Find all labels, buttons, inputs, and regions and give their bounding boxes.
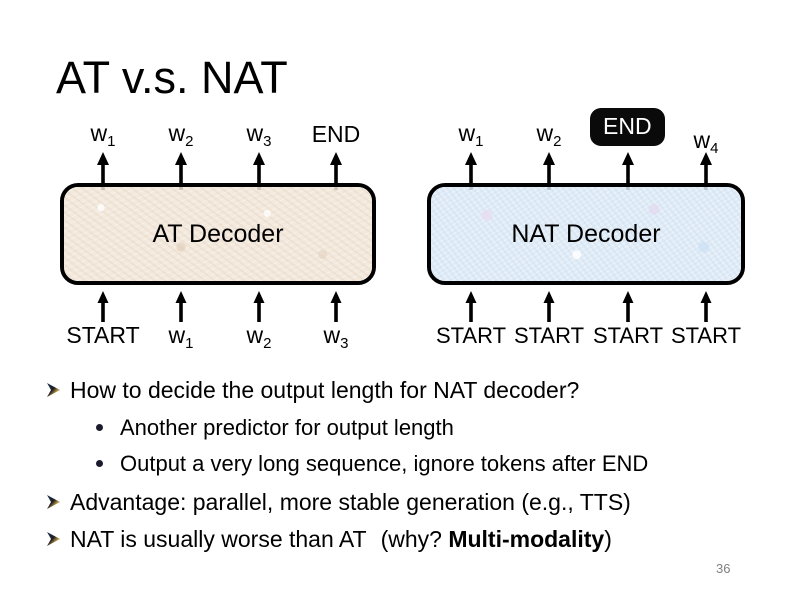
nat-output-token-0: w1 (458, 120, 484, 150)
nat-output-token-2-badge: END (590, 108, 665, 146)
bullet-text-seg: ) (604, 526, 612, 552)
nat-input-token-3: START (670, 323, 742, 348)
nat-input-arrow-2 (619, 290, 637, 330)
nat-decoder-box: NAT Decoder (427, 183, 745, 285)
at-input-arrow-3 (327, 290, 345, 330)
bullet-item: How to decide the output length for NAT … (44, 378, 764, 403)
at-input-arrow-1 (172, 290, 190, 330)
at-output-token-1: w2 (168, 120, 194, 150)
at-input-token-0: START (66, 322, 140, 348)
arrow-bullet-icon (44, 529, 70, 549)
dot-bullet-icon (96, 460, 120, 467)
at-output-token-2: w3 (246, 120, 272, 150)
nat-input-arrow-0 (462, 290, 480, 330)
at-decoder-label: AT Decoder (152, 220, 284, 248)
nat-input-token-0: START (435, 323, 507, 348)
page-number: 36 (716, 561, 731, 576)
bullet-item: Output a very long sequence, ignore toke… (96, 451, 764, 476)
at-input-token-3: w3 (323, 322, 349, 352)
nat-decoder-label: NAT Decoder (511, 220, 661, 248)
bullet-text-emphasis: Multi-modality (448, 526, 605, 552)
bullet-text-seg: NAT is usually worse than AT (70, 526, 367, 552)
arrow-bullet-icon (44, 380, 70, 400)
bullet-item: NAT is usually worse than AT (why? Multi-… (44, 527, 764, 552)
at-box-texture (64, 187, 372, 281)
bullet-text: Output a very long sequence, ignore toke… (120, 451, 649, 476)
bullet-text: How to decide the output length for NAT … (70, 377, 580, 403)
nat-output-token-1: w2 (536, 120, 562, 150)
page-title: AT v.s. NAT (56, 52, 288, 103)
at-output-token-0: w1 (90, 120, 116, 150)
nat-output-token-3: w4 (693, 127, 719, 157)
at-diagram: w1 w2 w3 END AT Decoder (0, 0, 400, 360)
bullet-item: Another predictor for output length (96, 415, 764, 440)
bullet-item: Advantage: parallel, more stable generat… (44, 490, 764, 515)
bullet-text: NAT is usually worse than AT (why? Multi-… (70, 527, 764, 552)
nat-box-texture (431, 187, 741, 281)
at-input-arrow-0 (94, 290, 112, 330)
bullet-text-seg: (why? (380, 526, 449, 552)
at-input-token-1: w1 (168, 322, 194, 352)
at-output-token-3: END (311, 121, 361, 147)
bullet-text: Another predictor for output length (120, 415, 454, 440)
at-input-arrow-2 (250, 290, 268, 330)
arrow-bullet-icon (44, 492, 70, 512)
bullet-text: Advantage: parallel, more stable generat… (70, 489, 631, 515)
nat-input-arrow-1 (540, 290, 558, 330)
at-decoder-box: AT Decoder (60, 183, 376, 285)
bullet-list: How to decide the output length for NAT … (44, 378, 764, 561)
at-input-token-2: w2 (246, 322, 272, 352)
nat-input-arrow-3 (697, 290, 715, 330)
nat-input-token-1: START (513, 323, 585, 348)
nat-diagram: w1 w2 END w4 NAT Decoder (400, 0, 794, 360)
dot-bullet-icon (96, 424, 120, 431)
nat-input-token-2: START (592, 323, 664, 348)
